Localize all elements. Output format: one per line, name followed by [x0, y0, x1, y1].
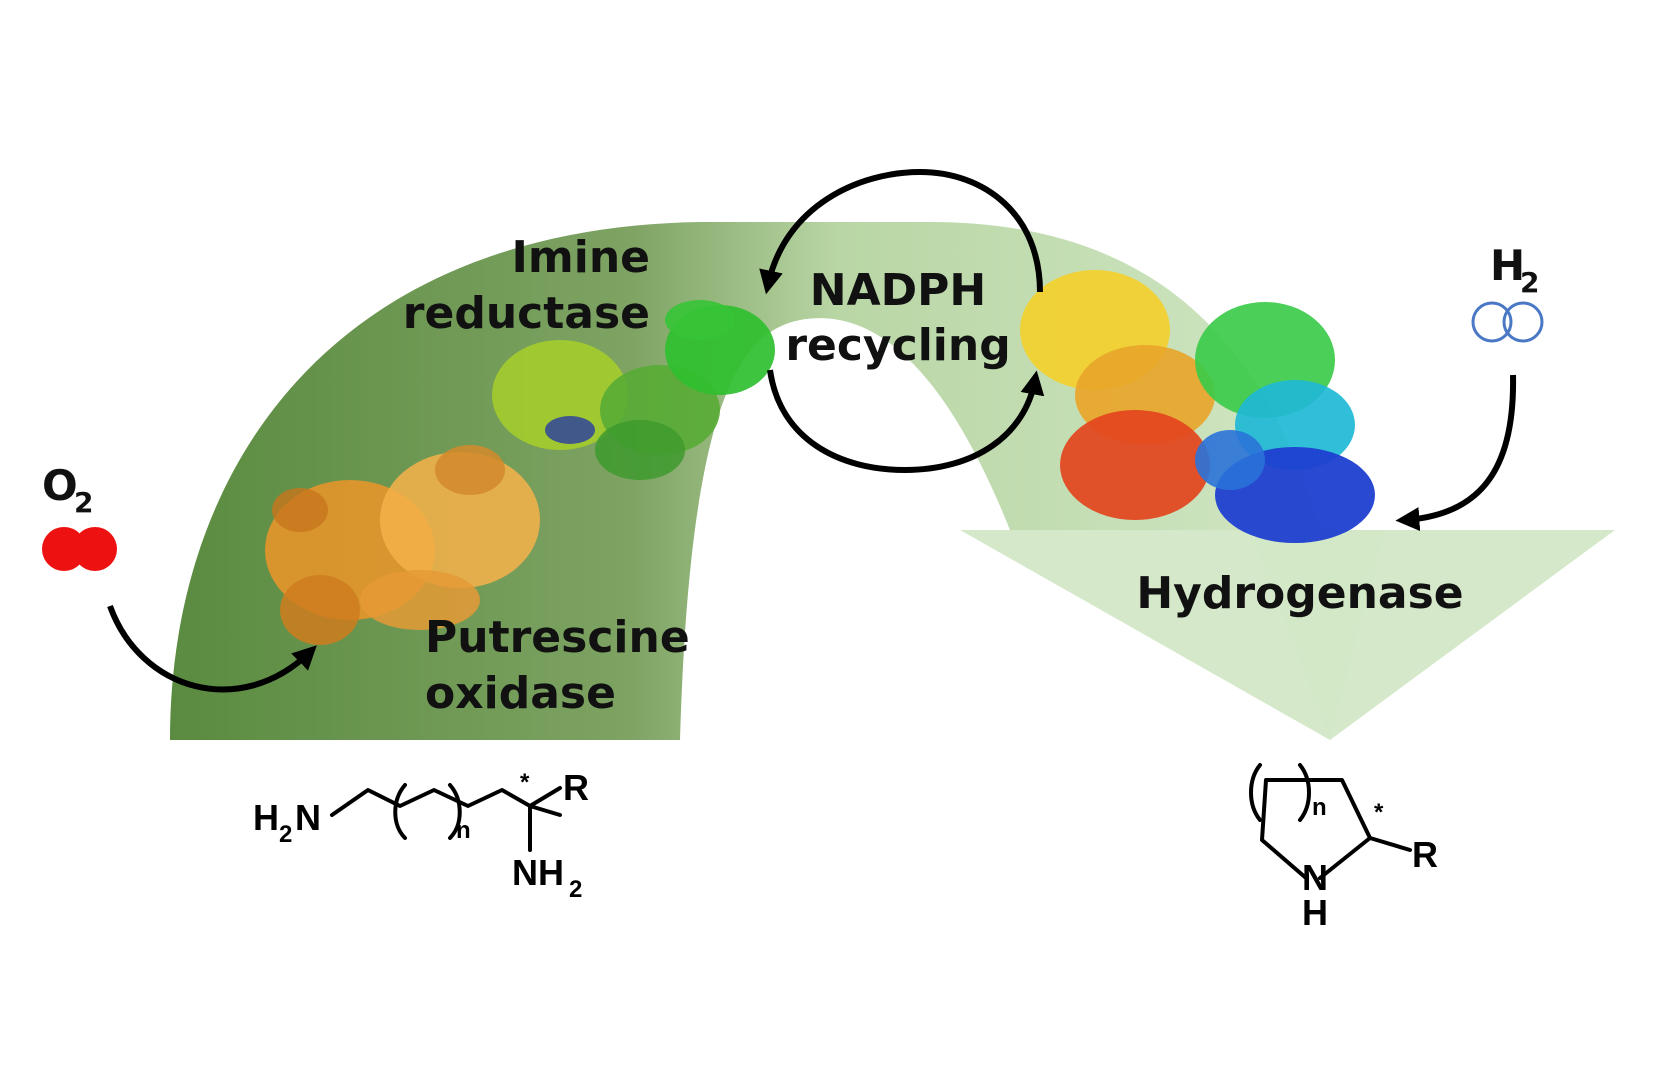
imine-reductase-label: Imine reductase — [403, 232, 650, 339]
hydrogenase-label: Hydrogenase — [1136, 568, 1463, 619]
product-r: R — [1412, 834, 1438, 875]
substrate-nh-subscript: 2 — [569, 876, 582, 903]
imine-label-line1: Imine — [512, 232, 650, 283]
substrate-n-symbol: N — [295, 797, 321, 838]
hydrogen-atom-right — [1502, 301, 1544, 343]
oxygen-group: O 2 — [42, 461, 317, 693]
substrate-chain — [330, 788, 562, 817]
substrate-paren-right — [448, 783, 462, 840]
substrate-stereo-mark: * — [520, 769, 530, 796]
hydrogenase-structure-icon — [1020, 270, 1375, 543]
product-paren-left — [1249, 763, 1262, 822]
product-r-bond — [1368, 836, 1412, 852]
hydrogen-curved-arrow-icon — [1395, 374, 1517, 532]
product-n: N — [1302, 857, 1328, 898]
imine-reductase-structure-icon — [492, 300, 775, 480]
oxygen-curved-arrow-icon — [107, 604, 317, 693]
substrate-h-symbol: H — [253, 797, 279, 838]
product-ring — [1260, 778, 1372, 880]
nadph-label-line2: recycling — [785, 320, 1010, 371]
oxygen-atom-left — [42, 527, 86, 571]
oxygen-symbol: O — [42, 461, 78, 510]
hydrogen-symbol: H — [1490, 241, 1525, 290]
imine-label-line2: reductase — [403, 288, 650, 339]
hydrogen-atom-left — [1471, 301, 1513, 343]
product-molecule-icon: n R * N H — [1249, 763, 1438, 933]
arrowhead-band — [960, 530, 1615, 740]
substrate-molecule-icon: H 2 N n R * NH 2 — [253, 767, 589, 903]
putrescine-label-line2: oxidase — [425, 668, 616, 719]
hydrogen-subscript: 2 — [1520, 266, 1539, 299]
product-paren-right — [1298, 763, 1311, 822]
putrescine-label-line1: Putrescine — [425, 612, 690, 663]
substrate-r: R — [563, 767, 589, 808]
nadph-cycle-arrows-icon — [759, 168, 1045, 474]
oxygen-atom-right — [73, 527, 117, 571]
substrate-nh-symbol: NH — [512, 852, 564, 893]
substrate-paren-left — [393, 783, 407, 840]
hydrogen-group: H 2 — [1395, 241, 1544, 532]
oxygen-subscript: 2 — [74, 486, 93, 519]
product-repeat-index: n — [1312, 794, 1327, 821]
putrescine-oxidase-structure-icon — [265, 445, 540, 645]
substrate-r-bond — [528, 786, 562, 808]
substrate-h-subscript: 2 — [279, 821, 292, 848]
product-stereo-mark: * — [1374, 799, 1384, 826]
putrescine-oxidase-label: Putrescine oxidase — [425, 612, 690, 719]
nadph-label-line1: NADPH — [810, 265, 986, 316]
nadph-recycling-label: NADPH recycling — [785, 265, 1010, 371]
product-h: H — [1302, 892, 1328, 933]
substrate-repeat-index: n — [456, 817, 471, 844]
